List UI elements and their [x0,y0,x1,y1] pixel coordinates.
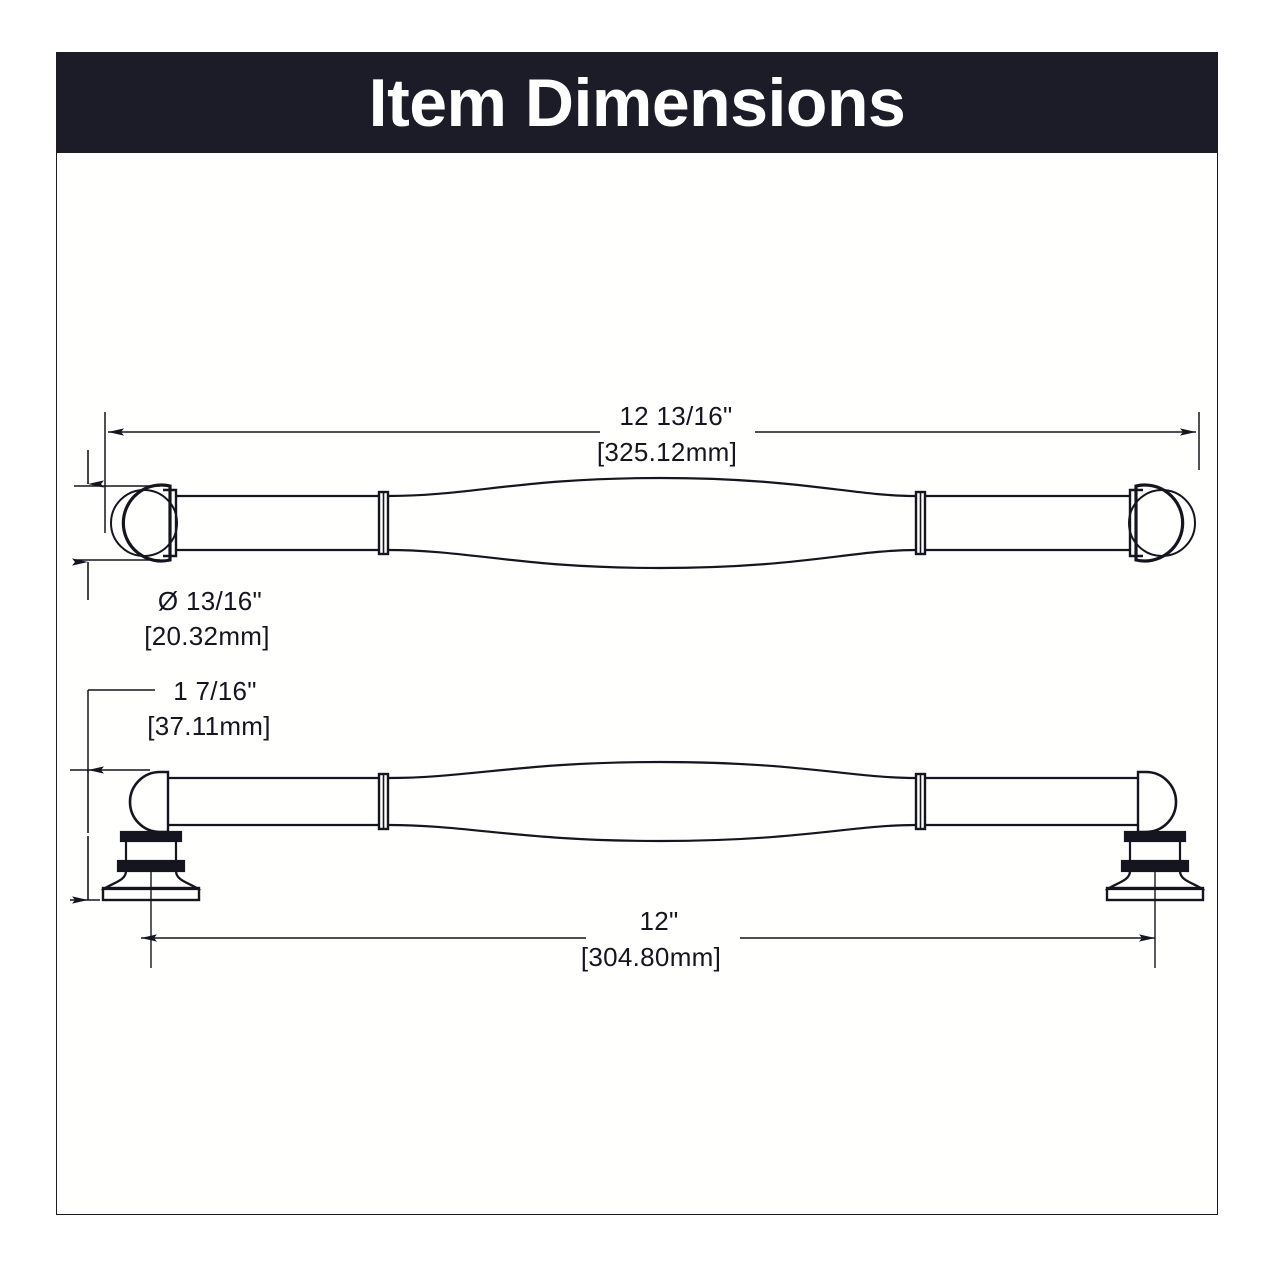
page-title: Item Dimensions [368,65,906,141]
header-band: Item Dimensions [57,53,1217,153]
drawing-frame-border [56,52,1218,1215]
